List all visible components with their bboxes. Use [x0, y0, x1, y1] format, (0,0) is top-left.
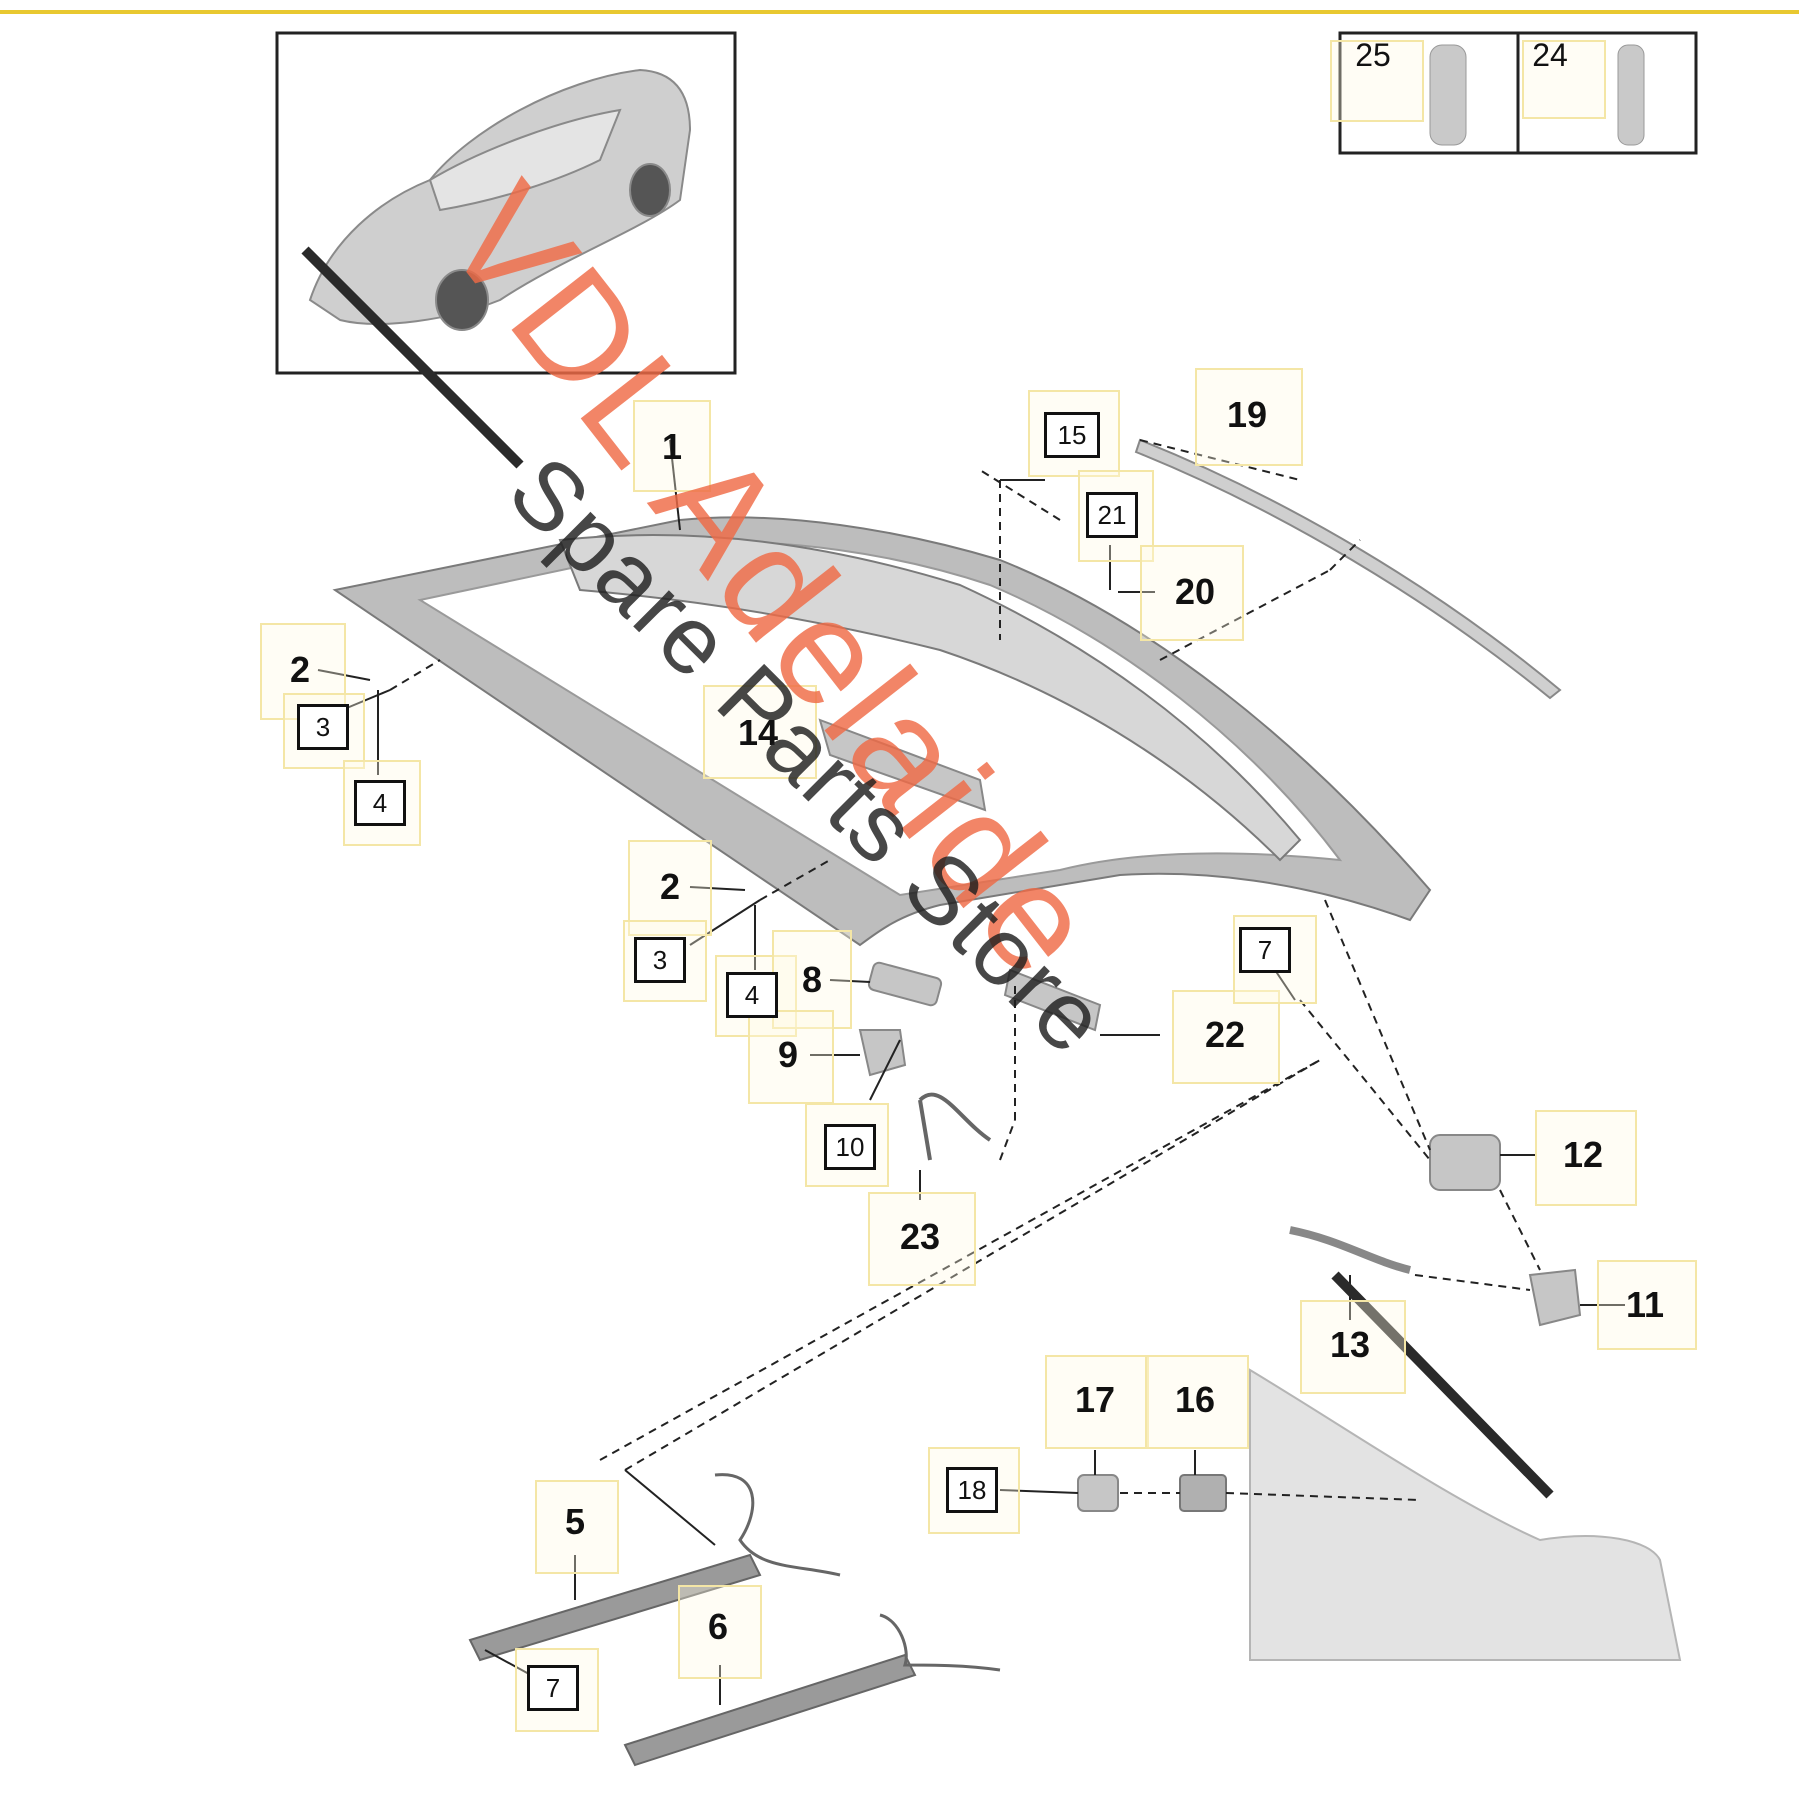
- part-23-cable: [918, 1092, 992, 1161]
- callout-7b: 7: [527, 1665, 579, 1711]
- callout-12: 12: [1562, 1134, 1604, 1175]
- callout-14: 14: [737, 712, 779, 753]
- part-12-shape: [1429, 1134, 1501, 1191]
- part-8-shape: [867, 961, 943, 1007]
- part-17-shape: [1077, 1474, 1119, 1512]
- part-16-shape: [1179, 1474, 1227, 1512]
- gas-strut-6: [623, 1653, 917, 1767]
- callout-3b: 3: [634, 937, 686, 983]
- callout-23: 23: [899, 1216, 941, 1257]
- strut-6-cable: [879, 1613, 1001, 1672]
- callout-19: 19: [1226, 394, 1268, 435]
- vehicle-thumbnail: [308, 68, 692, 331]
- callout-8: 8: [801, 959, 823, 1000]
- watermark-bar-top: [301, 246, 524, 469]
- callout-2b: 2: [659, 866, 681, 907]
- callout-highlight-16: [1145, 1355, 1249, 1449]
- callout-18: 18: [946, 1467, 998, 1513]
- part-9-shape: [858, 1029, 907, 1077]
- leader-lines: [317, 439, 1625, 1705]
- callout-highlight-5: [535, 1480, 619, 1574]
- callout-highlight-11: [1597, 1260, 1697, 1350]
- spoiler-part: [1134, 438, 1562, 700]
- callout-13: 13: [1329, 1324, 1371, 1365]
- top-accent-rule: [0, 10, 1799, 14]
- gas-strut-5: [468, 1553, 762, 1662]
- callout-highlight-19: [1195, 368, 1303, 466]
- callout-17: 17: [1074, 1379, 1116, 1420]
- trim-part-22: [1003, 968, 1102, 1032]
- watermark-bar-bottom: [1331, 1271, 1554, 1499]
- callout-5: 5: [564, 1501, 586, 1542]
- callout-2a: 2: [289, 649, 311, 690]
- callout-9: 9: [777, 1034, 799, 1075]
- callout-6: 6: [707, 1606, 729, 1647]
- legend-label-24: 24: [1532, 37, 1568, 73]
- callout-highlight-9: [748, 1010, 834, 1104]
- callout-highlight-1: [633, 400, 711, 492]
- legend-label-25: 25: [1355, 37, 1391, 73]
- callout-highlight-12: [1535, 1110, 1637, 1206]
- part-11-shape: [1528, 1268, 1582, 1327]
- callout-4a: 4: [354, 780, 406, 826]
- callout-21: 21: [1086, 492, 1138, 538]
- callout-highlight-14: [703, 685, 817, 779]
- callout-11: 11: [1625, 1284, 1665, 1325]
- tailgate-frame: [332, 516, 1432, 947]
- callout-20: 20: [1174, 571, 1216, 612]
- callout-highlight-13: [1300, 1300, 1406, 1394]
- callout-highlight-6: [678, 1585, 762, 1679]
- callout-highlight-3b: [623, 920, 707, 1002]
- callout-highlight-17: [1045, 1355, 1149, 1449]
- part-13-cable: [1289, 1226, 1411, 1274]
- callout-highlight-10: [805, 1103, 889, 1187]
- legend-highlight-24: [1522, 40, 1606, 119]
- callout-7a: 7: [1239, 927, 1291, 973]
- reinforcement-part: [818, 718, 987, 812]
- body-section-shape: [1249, 1368, 1682, 1661]
- callout-highlight-23: [868, 1192, 976, 1286]
- callout-15: 15: [1044, 412, 1100, 458]
- callout-22: 22: [1204, 1014, 1246, 1055]
- callout-highlight-22: [1172, 990, 1280, 1084]
- strut-5-cable: [714, 1473, 841, 1577]
- callout-16: 16: [1174, 1379, 1216, 1420]
- callout-4b: 4: [726, 972, 778, 1018]
- callout-1: 1: [661, 426, 683, 467]
- callout-3a: 3: [297, 704, 349, 750]
- callout-10: 10: [824, 1124, 876, 1170]
- legend-box: [1338, 31, 1698, 155]
- callout-highlight-20: [1140, 545, 1244, 641]
- legend-highlight-25: [1330, 40, 1424, 122]
